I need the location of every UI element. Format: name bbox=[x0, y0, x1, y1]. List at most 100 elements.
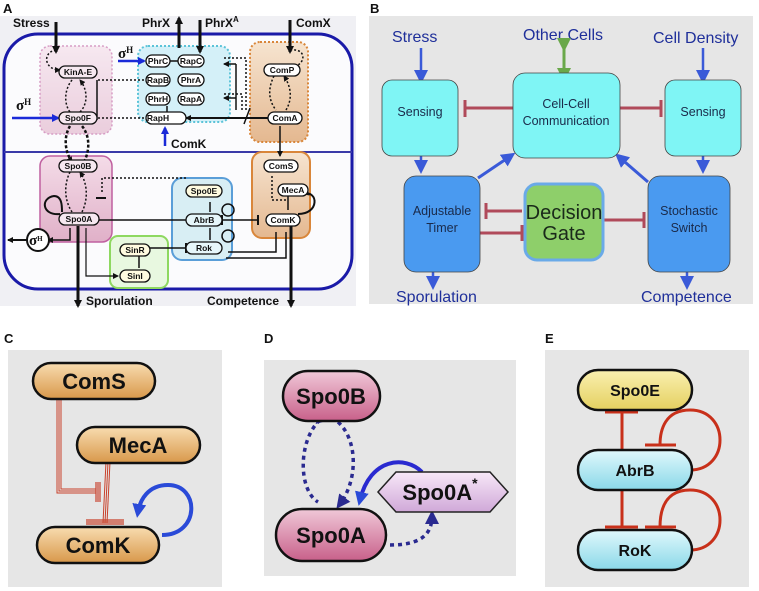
node-sini-label: SinI bbox=[127, 271, 143, 281]
c-node-coms bbox=[31, 361, 157, 401]
node-raph bbox=[145, 111, 187, 125]
node-comk-label: ComK bbox=[270, 215, 296, 225]
comp-coma-dotted-1 bbox=[269, 75, 277, 111]
c-node-meca bbox=[75, 425, 202, 465]
d-spo0a-to-star-dotted bbox=[389, 510, 439, 547]
b-gate-label-1: Decision bbox=[526, 202, 603, 224]
rap-coma-inhibit bbox=[243, 107, 251, 125]
b-timer-box bbox=[403, 175, 481, 273]
b-communication-label-1: Cell-Cell bbox=[542, 97, 589, 111]
spo0b-spo0a-dotted-2 bbox=[79, 171, 87, 213]
node-kina-label: KinA-E bbox=[64, 67, 93, 77]
b-switch-communication-arrow bbox=[614, 153, 649, 184]
node-comp-label: ComP bbox=[270, 65, 295, 75]
node-rapb bbox=[145, 73, 171, 87]
abrb-nodes: Spo0E AbrB Rok bbox=[185, 184, 223, 255]
node-comp bbox=[263, 63, 301, 77]
d-node-spo0a-star bbox=[376, 471, 510, 513]
c-node-coms-label: ComS bbox=[62, 369, 126, 394]
node-kina bbox=[58, 65, 98, 79]
panel-b: B Stress Other Cells Cell Density bbox=[369, 1, 753, 306]
node-phrh bbox=[145, 92, 171, 106]
rok-comk-line bbox=[228, 232, 277, 253]
e-node-spo0e-label: Spo0E bbox=[610, 383, 660, 400]
b-switch-box bbox=[647, 175, 731, 273]
c-node-comk-label: ComK bbox=[66, 533, 131, 558]
panel-e-label: E bbox=[545, 331, 554, 346]
e-abrb-self-inhibit bbox=[658, 408, 722, 472]
rapa-coma-dotted bbox=[224, 93, 243, 112]
panel-e: E Spo0E AbrB RoK bbox=[545, 331, 749, 587]
b-gate-label-2: Gate bbox=[542, 223, 585, 245]
e-node-rok-label: RoK bbox=[619, 543, 652, 560]
b-timer-label-1: Adjustable bbox=[413, 204, 471, 218]
d-spo0b-spo0a-dotted bbox=[336, 420, 355, 509]
c-inhibit-bar-bottom bbox=[86, 519, 124, 525]
e-node-rok bbox=[576, 528, 694, 572]
spo0a-sigmah-arrow bbox=[47, 228, 71, 243]
node-meca bbox=[277, 183, 309, 197]
b-sensing-right-box bbox=[664, 79, 742, 157]
node-sinr bbox=[119, 243, 151, 257]
comx-label: ComX bbox=[296, 16, 331, 30]
sigma-h-label-rap: σH bbox=[118, 45, 133, 62]
e-rok-self-inhibit bbox=[658, 488, 722, 552]
rapc-coma-dotted bbox=[224, 57, 247, 112]
panel-c-label: C bbox=[4, 331, 14, 346]
d-node-spo0b bbox=[281, 369, 382, 423]
panel-d-label: D bbox=[264, 331, 273, 346]
stress-label: Stress bbox=[13, 16, 50, 30]
c-node-meca-label: MecA bbox=[109, 433, 168, 458]
panel-d: D Spo0B Spo0A Spo0A* bbox=[264, 331, 516, 576]
e-node-abrb-label: AbrB bbox=[615, 463, 654, 480]
panel-c: C ComS MecA ComK bbox=[4, 331, 222, 587]
b-switch-label-2: Switch bbox=[671, 221, 708, 235]
rap-phr-nodes: PhrC RapC RapB PhrA PhrH RapA RapH bbox=[145, 54, 205, 125]
abrb-self-loop bbox=[221, 203, 235, 217]
node-abrb-label: AbrB bbox=[194, 215, 215, 225]
sin-nodes: SinR SinI bbox=[119, 243, 151, 283]
rok-self-loop bbox=[221, 229, 235, 243]
panel-a: A Stress PhrX PhrXA ComX σH σH ComK bbox=[0, 1, 356, 308]
com-module-upper bbox=[249, 41, 309, 143]
spo0b-spo0a-dotted-1 bbox=[65, 171, 73, 213]
c-node-comk bbox=[35, 525, 161, 565]
d-spo0a-spo0b-dotted bbox=[301, 409, 331, 504]
node-phrc-label: PhrC bbox=[148, 56, 168, 66]
node-rok-label: Rok bbox=[196, 243, 212, 253]
node-spo0b-label: Spo0B bbox=[65, 161, 92, 171]
node-sinr-label: SinR bbox=[125, 245, 144, 255]
node-rapa bbox=[177, 92, 205, 106]
b-cell-density-label: Cell Density bbox=[653, 30, 738, 47]
kina-spo0f-dotted-2 bbox=[79, 79, 87, 113]
node-spo0f-label: Spo0F bbox=[65, 113, 91, 123]
node-meca-label: MecA bbox=[282, 185, 305, 195]
d-spo0a-star-activation bbox=[355, 460, 424, 506]
node-coma-label: ComA bbox=[272, 113, 297, 123]
d-node-spo0b-label: Spo0B bbox=[296, 384, 366, 409]
c-coms-inhibit-comk bbox=[56, 389, 96, 494]
spo0f-spo0b-dotted-1 bbox=[64, 125, 74, 163]
e-node-abrb bbox=[576, 448, 694, 492]
node-comk bbox=[265, 213, 301, 227]
comp-coma-dotted-2 bbox=[283, 75, 291, 111]
sporulation-label: Sporulation bbox=[86, 294, 153, 308]
c-meca-inhibit-comk bbox=[102, 461, 111, 524]
comk-input-label: ComK bbox=[171, 137, 207, 151]
node-raph-label: RapH bbox=[147, 113, 169, 123]
node-phra bbox=[177, 73, 205, 87]
node-rapc-label: RapC bbox=[180, 56, 202, 66]
b-sensing-left-label: Sensing bbox=[397, 105, 442, 119]
e-node-spo0e bbox=[576, 368, 694, 412]
b-communication-box bbox=[512, 72, 621, 159]
b-decision-gate-box bbox=[523, 182, 605, 262]
node-coma bbox=[267, 111, 303, 125]
node-coms bbox=[263, 159, 299, 173]
b-sensing-right-label: Sensing bbox=[680, 105, 725, 119]
c-inhibit-bar-mid bbox=[95, 482, 101, 502]
spo0a-self-loop bbox=[44, 194, 63, 216]
b-sensing-left-box bbox=[381, 79, 459, 157]
coms-mecA-dotted bbox=[271, 176, 286, 201]
sigma-h-label-spo0f: σH bbox=[16, 97, 31, 114]
spo0e-spo0a-dotted bbox=[101, 177, 186, 192]
